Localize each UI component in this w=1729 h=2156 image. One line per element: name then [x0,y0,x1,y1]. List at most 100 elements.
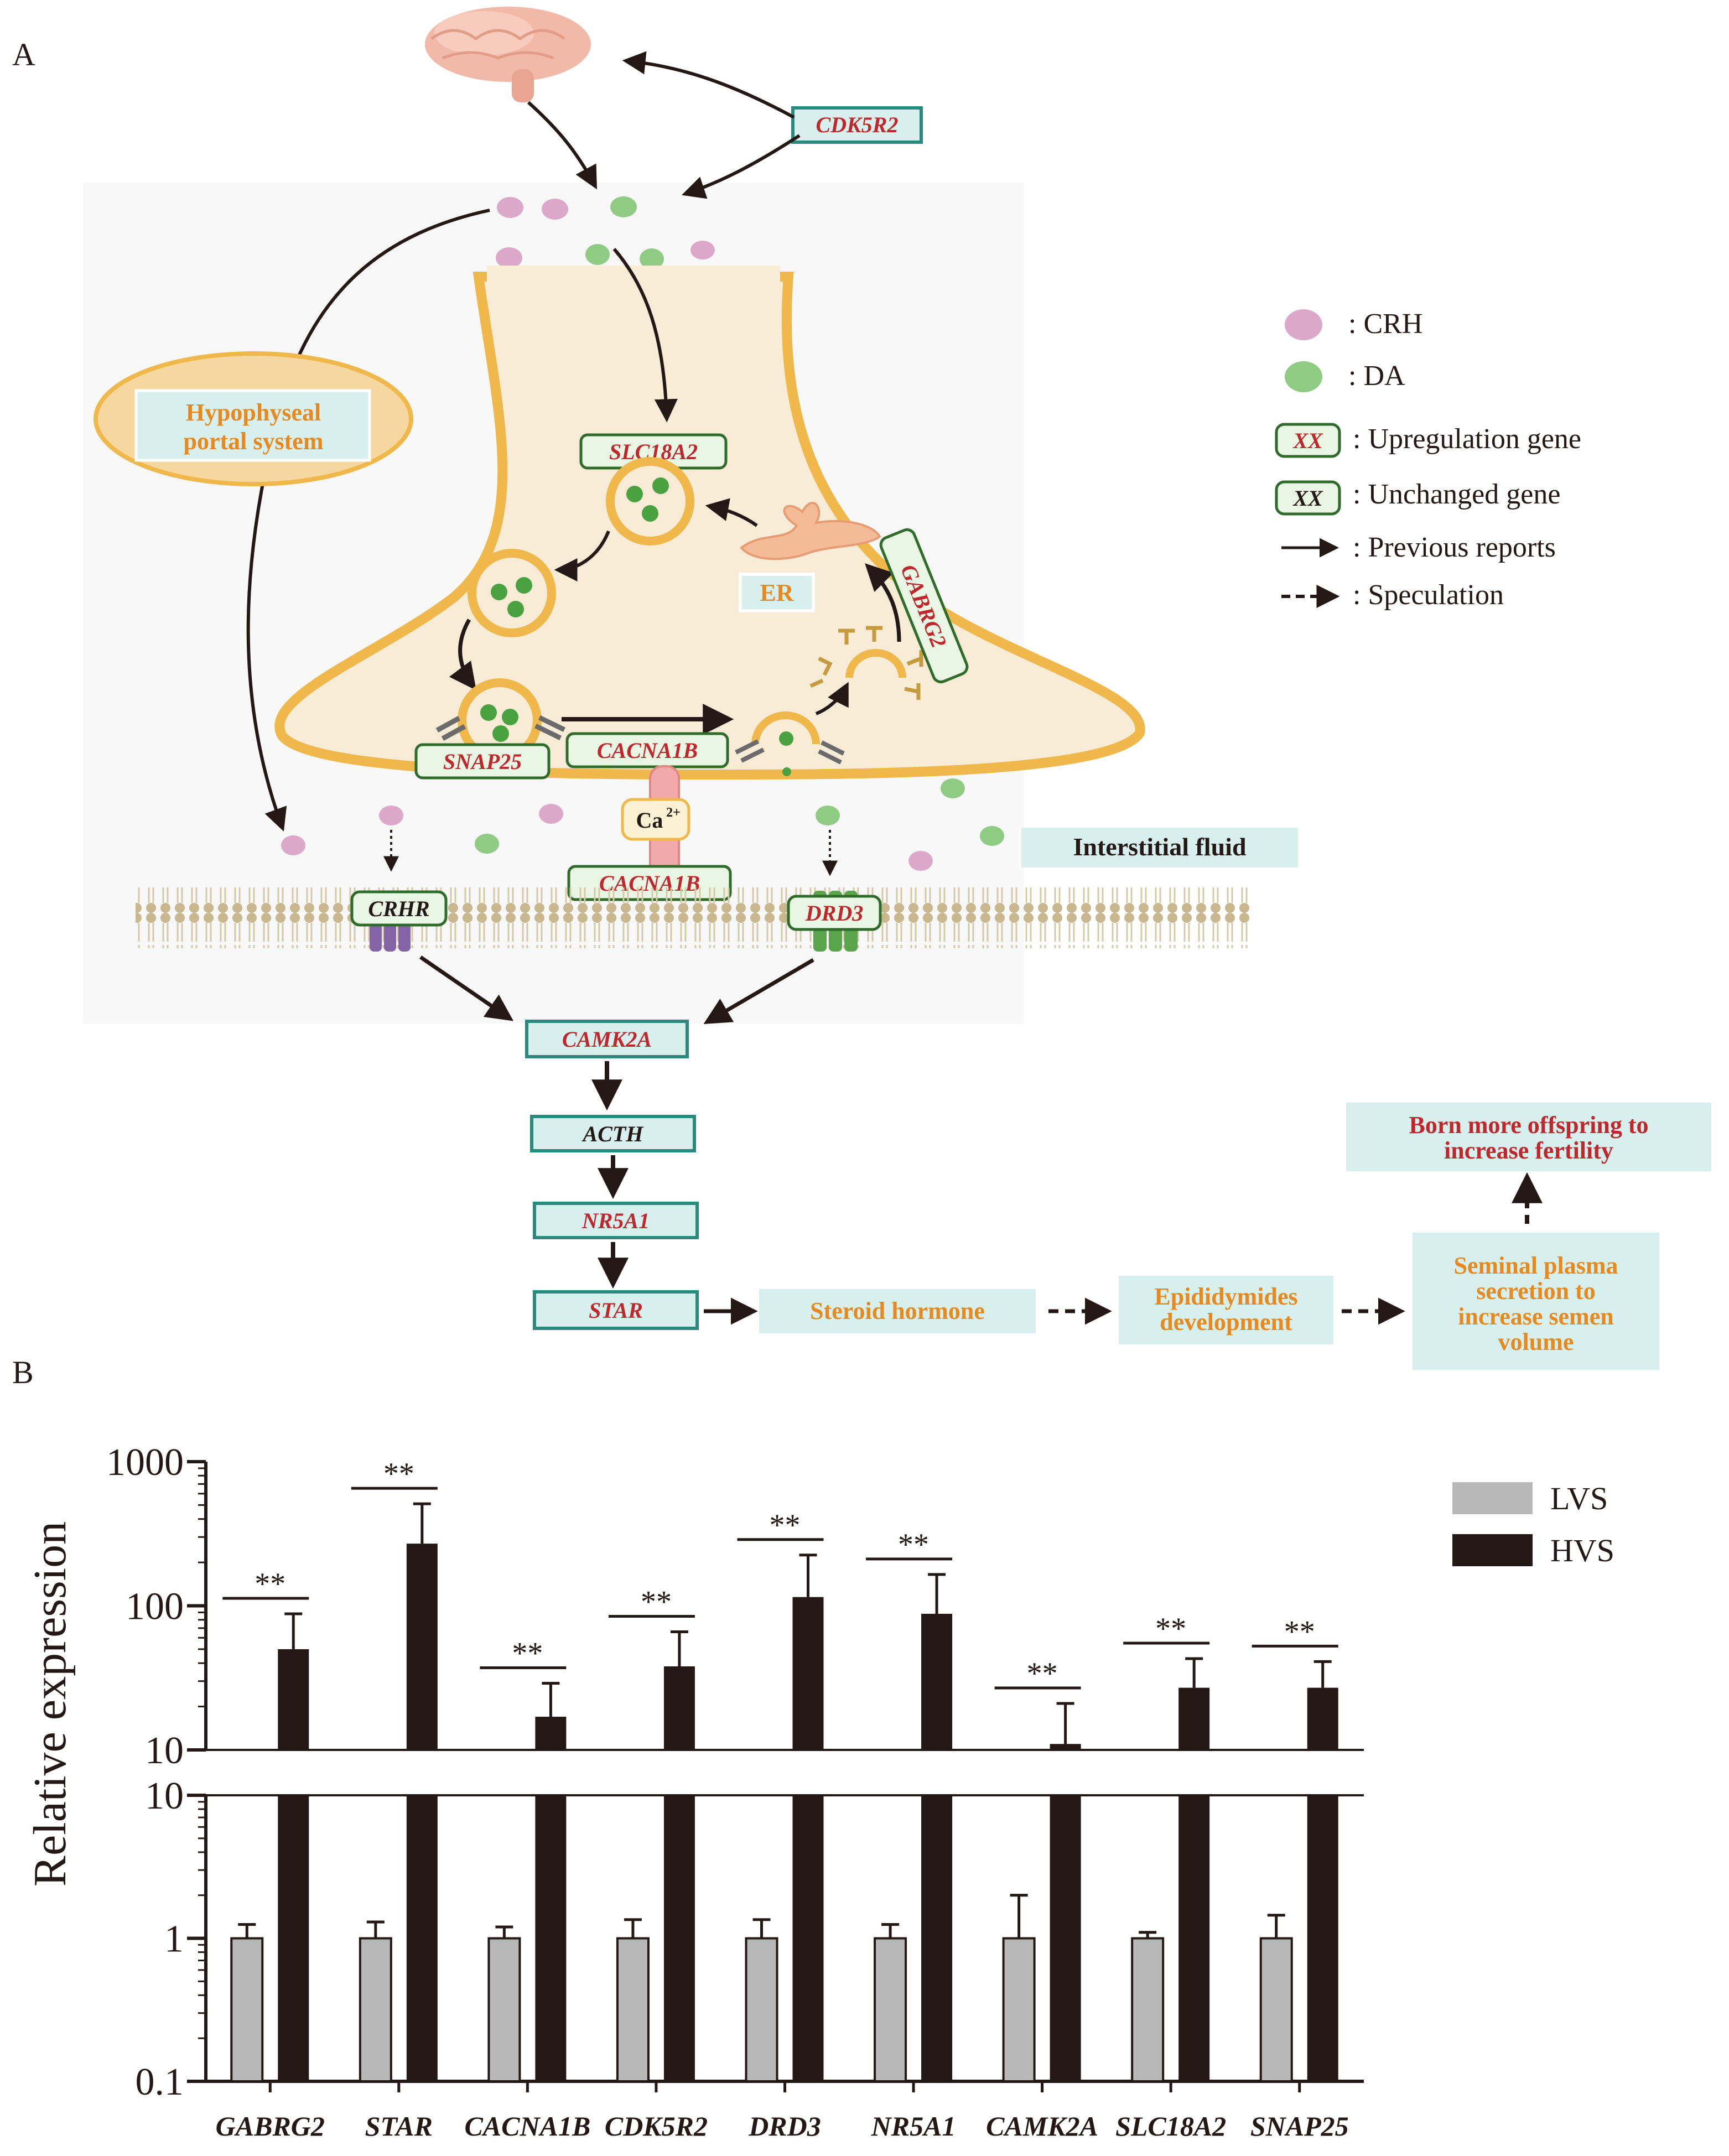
legend-speculation: : Speculation [1353,579,1504,611]
bar-hvs-lower [406,1795,438,2081]
svg-text:Steroid hormone: Steroid hormone [810,1297,985,1324]
bar-hvs-upper [1050,1744,1081,1750]
bar-hvs-lower [278,1795,309,2081]
svg-text:NR5A1: NR5A1 [581,1208,650,1233]
legend-up-swatch [1275,423,1341,458]
bar-lvs [359,1937,392,2082]
legend-hvs-swatch [1452,1534,1533,1566]
bar-hvs-lower [663,1795,695,2081]
svg-text:CDK5R2: CDK5R2 [816,112,899,137]
svg-text:Born more offspring to: Born more offspring to [1409,1111,1648,1139]
bar-lvs [874,1937,907,2082]
outcome-fertility: Born more offspring to increase fertilit… [1346,1103,1711,1171]
svg-text:secretion to: secretion to [1476,1277,1595,1305]
bar-lvs [616,1937,650,2082]
arrow-recycling [815,682,849,715]
svg-text:DRD3: DRD3 [805,901,863,926]
x-tick-label: SLC18A2 [1115,2111,1226,2142]
panel-b-legend: LVS HVS [1452,1480,1614,1568]
extracellular-molecules [281,778,1004,871]
gene-box-snap25: SNAP25 [414,743,551,780]
bar-lvs [745,1937,778,2082]
significance-label: ** [255,1567,285,1601]
svg-text:STAR: STAR [589,1298,643,1323]
x-tick-label: SNAP25 [1250,2111,1349,2142]
y-tick-label: 1 [164,1918,184,1961]
legend-crh: : CRH [1348,308,1422,340]
panel-b: B Relative expression 1010010000.1110**G… [12,1354,1614,2142]
svg-text:increase semen: increase semen [1458,1303,1613,1330]
bar-hvs-upper [663,1666,695,1750]
bar-hvs-upper [406,1544,438,1750]
svg-text:CAMK2A: CAMK2A [562,1027,652,1052]
x-tick-label: NR5A1 [871,2111,956,2142]
svg-text:Interstitial fluid: Interstitial fluid [1073,833,1246,861]
svg-text:XX: XX [1292,428,1323,453]
significance-label: ** [641,1585,672,1619]
significance-label: ** [1155,1612,1186,1646]
gene-box-acth: ACTH [530,1115,696,1152]
arrow-to-er [865,563,901,642]
svg-text:ER: ER [760,579,794,606]
gene-box-slc18a2: SLC18A2 [579,433,728,470]
vesicle-docked [435,678,565,762]
significance-label: ** [512,1637,543,1671]
legend-da-dot [1285,361,1322,392]
bar-hvs-upper [792,1597,824,1750]
x-tick-label: CDK5R2 [605,2111,708,2142]
svg-text:Seminal plasma: Seminal plasma [1453,1252,1618,1279]
gene-box-cdk5r2-top: CDK5R2 [791,106,923,144]
bar-lvs [487,1937,521,2082]
svg-text:CRHR: CRHR [368,896,429,921]
legend-hvs: HVS [1550,1532,1614,1568]
significance-label: ** [1284,1614,1315,1649]
svg-text:increase fertility: increase fertility [1444,1137,1613,1164]
outcome-epididymides: Epididymides development [1119,1276,1333,1344]
panel-b-label: B [12,1354,34,1390]
y-axis-label: Relative expression [24,1521,76,1887]
arrow-vesicle-1-2 [554,530,610,581]
portal-system: Hypophyseal portal system [94,351,413,486]
cell-membrane [136,887,1253,948]
calcium-charge: 2+ [666,806,681,820]
x-tick-label: CAMK2A [986,2111,1098,2142]
vesicle-fusing [735,711,845,776]
gene-box-cacna1b-top: CACNA1B [565,732,729,768]
vesicle-2 [468,549,556,637]
x-tick-label: CACNA1B [464,2111,590,2142]
significance-label: ** [383,1457,414,1491]
endoplasmic-reticulum: ER [739,502,881,612]
bar-hvs-upper [278,1649,309,1750]
bar-hvs-lower [1307,1795,1338,2081]
bar-hvs-upper [921,1613,953,1750]
legend-lvs: LVS [1550,1480,1608,1516]
legend-up: : Upregulation gene [1353,423,1581,455]
gene-box-nr5a1: NR5A1 [533,1202,699,1239]
gene-box-camk2a: CAMK2A [525,1020,689,1058]
receptor-drd3: DRD3 [787,891,882,952]
svg-text:development: development [1160,1308,1292,1336]
legend-unchanged-swatch [1275,480,1341,516]
y-tick-label: 100 [126,1586,184,1628]
significance-label: ** [1027,1656,1058,1691]
arrow-drd3-to-camk2a [703,958,814,1024]
interstitial-fluid-label: Interstitial fluid [1021,828,1298,867]
arrow-er-to-vesicle [705,498,758,527]
legend-previous: : Previous reports [1353,532,1556,563]
y-tick-label: 1000 [106,1441,184,1484]
y-tick-label: 10 [145,1729,184,1772]
bar-hvs-lower [921,1795,953,2081]
bar-hvs-upper [1307,1687,1338,1750]
x-tick-label: STAR [365,2111,433,2142]
x-tick-label: DRD3 [748,2111,821,2142]
bar-lvs [1131,1937,1165,2082]
bar-chart: 1010010000.1110**GABRG2**STAR**CACNA1B**… [106,1441,1364,2142]
legend-lvs-swatch [1452,1482,1533,1514]
bar-hvs-lower [1050,1795,1081,2081]
svg-text:portal system: portal system [184,428,324,455]
calcium-ion: Ca [636,808,663,833]
panel-a-label: A [12,37,35,72]
bar-lvs [1259,1937,1293,2082]
arrow-crhr-to-camk2a [419,955,514,1021]
legend-unchanged: : Unchanged gene [1353,479,1560,510]
